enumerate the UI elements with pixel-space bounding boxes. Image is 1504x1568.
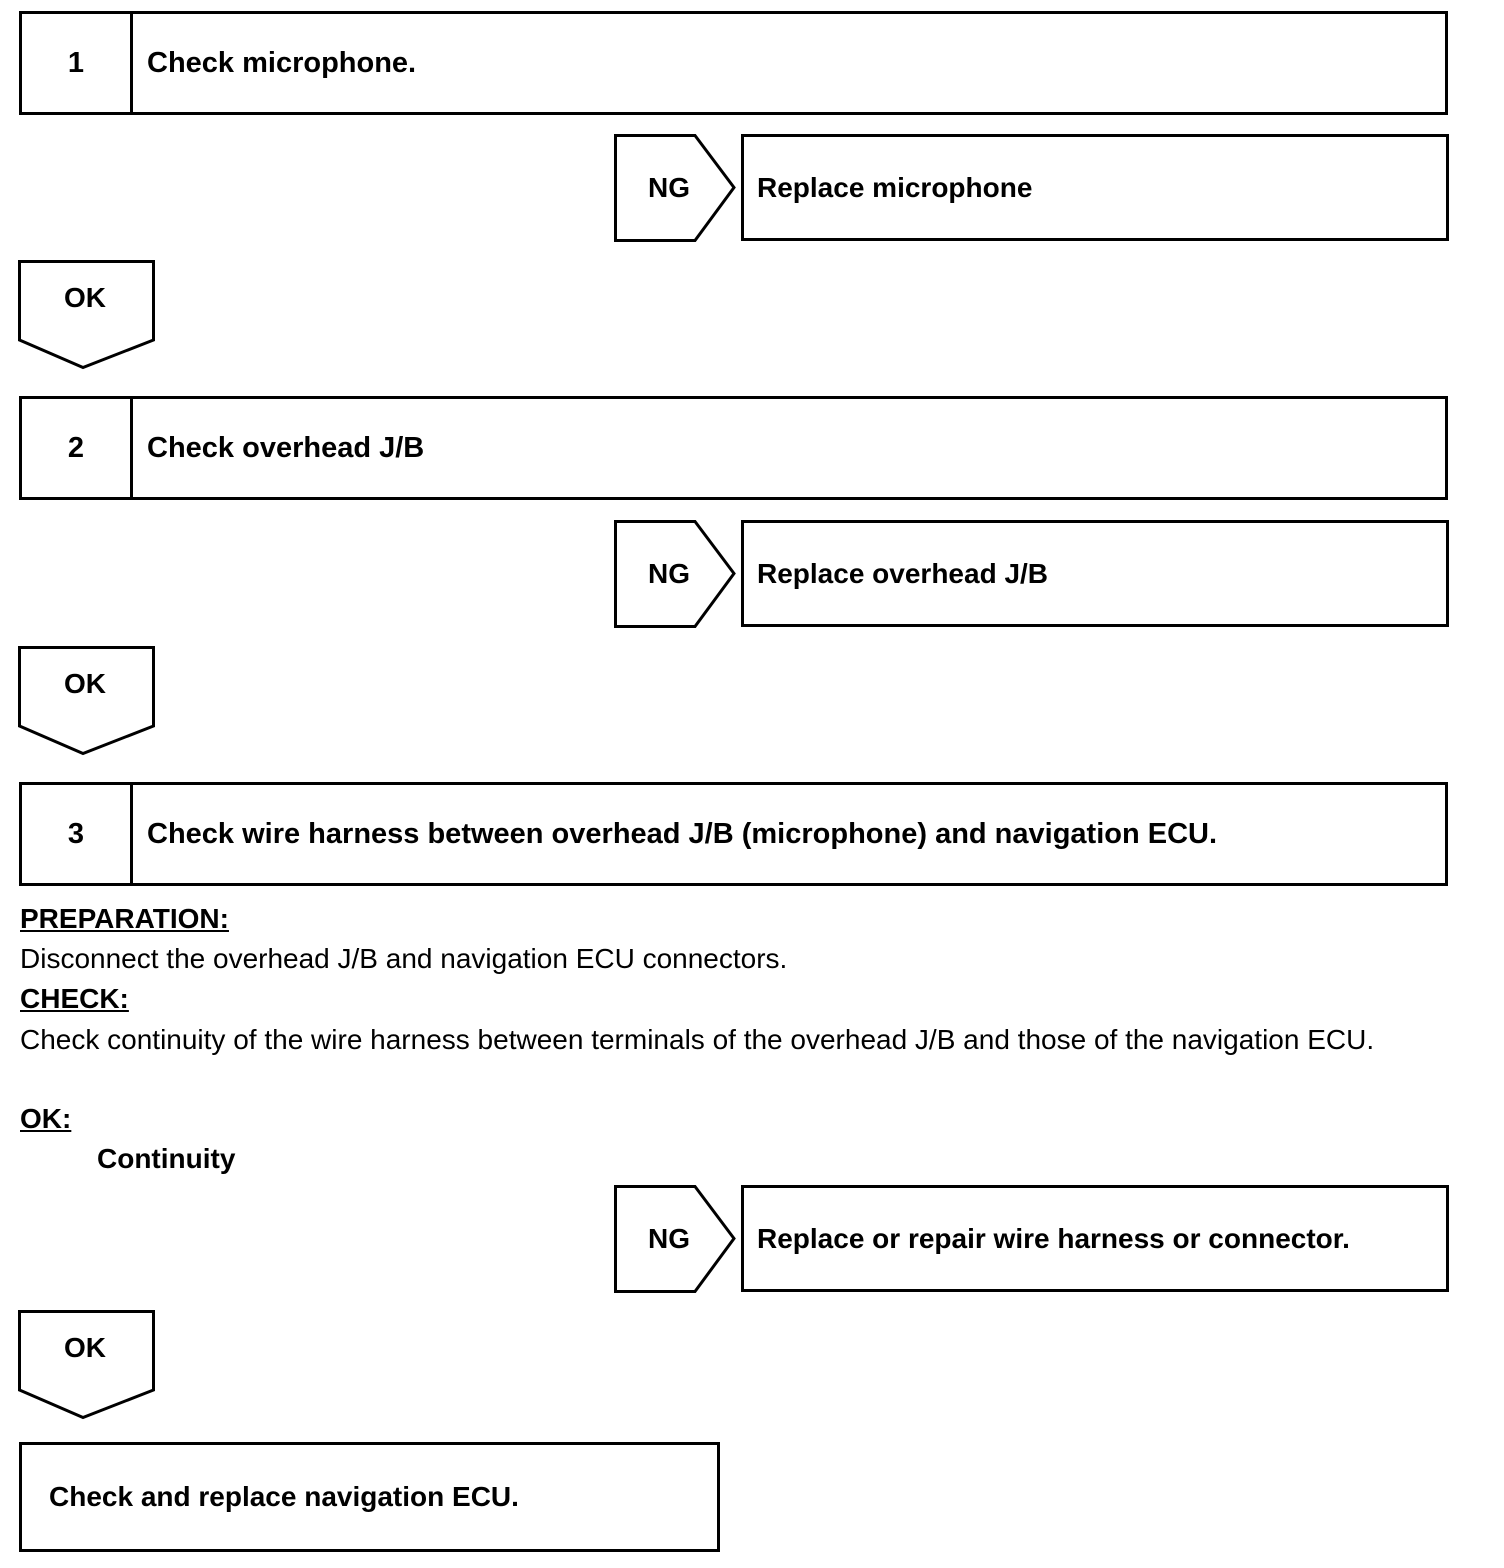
step-3-number: 3 [22,785,133,883]
step-3-ok-label: OK [64,1332,106,1363]
step-2-ng-label: NG [648,558,690,589]
step-1-ng-label: NG [648,172,690,203]
step-1-ok-label: OK [64,282,106,313]
step-1-ok-arrow: OK [18,260,156,370]
step-1-box: 1 Check microphone. [19,11,1448,115]
ok-arrow-shape [18,1310,155,1420]
ok-heading: OK: [20,1103,72,1134]
step-2-ok-label: OK [64,668,106,699]
step-3-ng-arrow: NG [614,1185,739,1293]
preparation-heading: PREPARATION: [20,903,229,934]
step-3-ok-arrow: OK [18,1310,156,1420]
step-3-ng-label: NG [648,1223,690,1254]
ok-criterion: Continuity [97,1143,236,1174]
ng-arrow-shape [614,520,736,628]
step-2-title: Check overhead J/B [147,431,425,464]
step-3-title: Check wire harness between overhead J/B … [147,817,1218,850]
step-1-title: Check microphone. [147,46,417,79]
step-1-number: 1 [22,14,133,112]
ok-arrow-shape [18,260,155,370]
step-2-box: 2 Check overhead J/B [19,396,1448,500]
check-text: Check continuity of the wire harness bet… [20,1024,1375,1055]
step-2-ng-result: Replace overhead J/B [741,520,1449,627]
check-heading: CHECK: [20,983,129,1014]
ok-arrow-shape [18,646,155,756]
step-2-ng-arrow: NG [614,520,739,628]
step-3-ng-result: Replace or repair wire harness or connec… [741,1185,1449,1292]
step-1-ng-arrow: NG [614,134,739,242]
step-2-number: 2 [22,399,133,497]
step-2-ok-arrow: OK [18,646,156,756]
ng-arrow-shape [614,1185,736,1293]
final-action-box: Check and replace navigation ECU. [19,1442,720,1552]
ng-arrow-shape [614,134,736,242]
step-1-ng-result: Replace microphone [741,134,1449,241]
step-3-box: 3 Check wire harness between overhead J/… [19,782,1448,886]
preparation-text: Disconnect the overhead J/B and navigati… [20,943,788,974]
